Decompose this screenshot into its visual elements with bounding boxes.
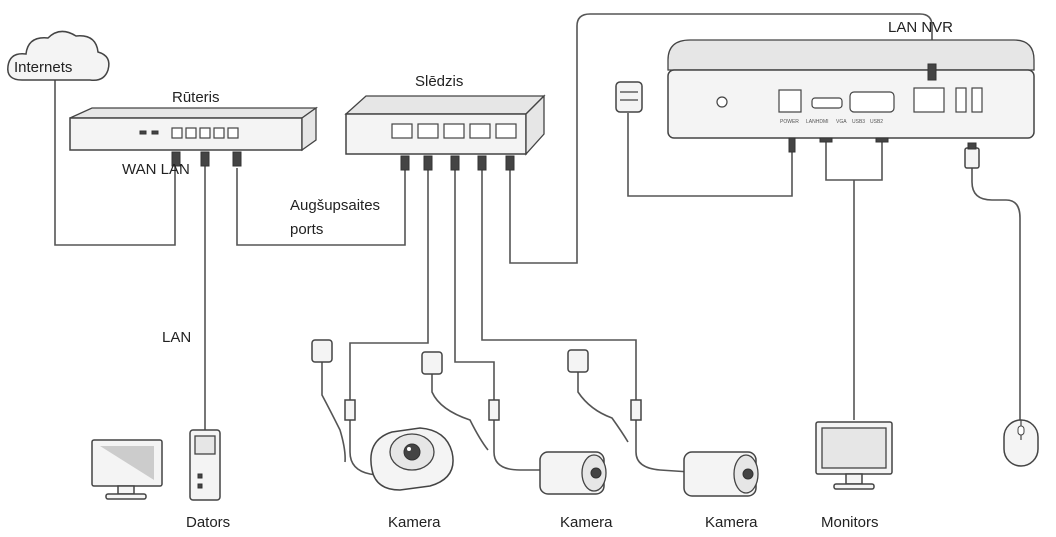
dome-camera-icon: [370, 427, 454, 491]
cable-camera3-power: [577, 370, 629, 443]
uplink-label-2: ports: [290, 221, 323, 238]
camera3-label: Kamera: [705, 514, 758, 531]
nvr-usb-port-1: [955, 87, 967, 113]
nvr-reset-icon: [716, 96, 728, 108]
computer-monitor-icon: [91, 439, 163, 500]
lan-label: LAN: [162, 329, 191, 346]
camera3-power-adapter-icon: [567, 349, 589, 373]
router-icon: [69, 106, 319, 152]
nvr-vga-label: VGA: [836, 119, 847, 125]
switch-plugs: [400, 155, 515, 171]
bullet-camera-icon-3: [683, 451, 759, 497]
camera3-connector-icon: [630, 399, 642, 421]
cables: [54, 13, 1021, 479]
cable-switch-nvr: [509, 13, 933, 264]
nvr-usb-port-2: [971, 87, 983, 113]
camera2-label: Kamera: [560, 514, 613, 531]
computer-label: Dators: [186, 514, 230, 531]
camera2-power-adapter-icon: [421, 351, 443, 375]
nvr-vga-port: [849, 91, 895, 113]
monitor-connector-icon: [819, 137, 889, 143]
uplink-label: Augšupsaites: [290, 197, 380, 214]
nvr-hdmi-port: [811, 97, 843, 109]
nvr-icon: POWER LANHDMI VGA USB3 USB2: [667, 39, 1035, 139]
nvr-usb2-label: USB2: [870, 119, 883, 125]
camera2-connector-icon: [488, 399, 500, 421]
switch-label: Slēdzis: [415, 73, 463, 90]
internet-label: Internets: [14, 59, 72, 76]
cable-camera1-power: [321, 360, 346, 463]
cable-internet-wan: [54, 80, 176, 246]
nvr-lan-port: [913, 87, 945, 113]
router-label: Rūteris: [172, 89, 220, 106]
nvr-usb1-label: USB3: [852, 119, 865, 125]
cable-camera1-pigtail: [349, 420, 396, 479]
nvr-hdmi-label: LANHDMI: [806, 119, 829, 125]
bullet-camera-icon-2: [539, 451, 607, 495]
camera1-label: Kamera: [388, 514, 441, 531]
cable-nvr-power: [627, 113, 793, 197]
cable-camera2-power: [431, 372, 489, 451]
cable-mouse: [971, 165, 1021, 420]
router-plugs: [171, 151, 242, 167]
internet-cloud-icon: [7, 30, 110, 82]
cable-switch-camera3: [481, 165, 637, 400]
cable-switch-camera2: [454, 165, 495, 400]
lan-nvr-label: LAN NVR: [888, 19, 953, 36]
cable-router-switch: [236, 165, 406, 246]
cable-nvr-monitor: [825, 140, 883, 181]
camera1-power-adapter-icon: [311, 339, 333, 363]
switch-icon: [344, 94, 546, 156]
cable-switch-camera1: [349, 165, 429, 400]
nvr-lan-plug: [927, 63, 937, 81]
computer-tower-icon: [189, 429, 221, 501]
nvr-power-port: [778, 89, 802, 113]
usb-plug-icon: [964, 142, 980, 169]
power-adapter-icon: [615, 81, 643, 113]
cable-camera2-pigtail: [493, 420, 545, 471]
monitor-icon: [815, 421, 893, 490]
nvr-power-label: POWER: [780, 119, 799, 125]
camera1-connector-icon: [344, 399, 356, 421]
wan-lan-label: WAN LAN: [122, 161, 190, 178]
mouse-icon: [1003, 419, 1039, 467]
nvr-power-plug: [788, 137, 796, 153]
cable-camera3-pigtail: [635, 420, 691, 473]
monitor-label: Monitors: [821, 514, 879, 531]
